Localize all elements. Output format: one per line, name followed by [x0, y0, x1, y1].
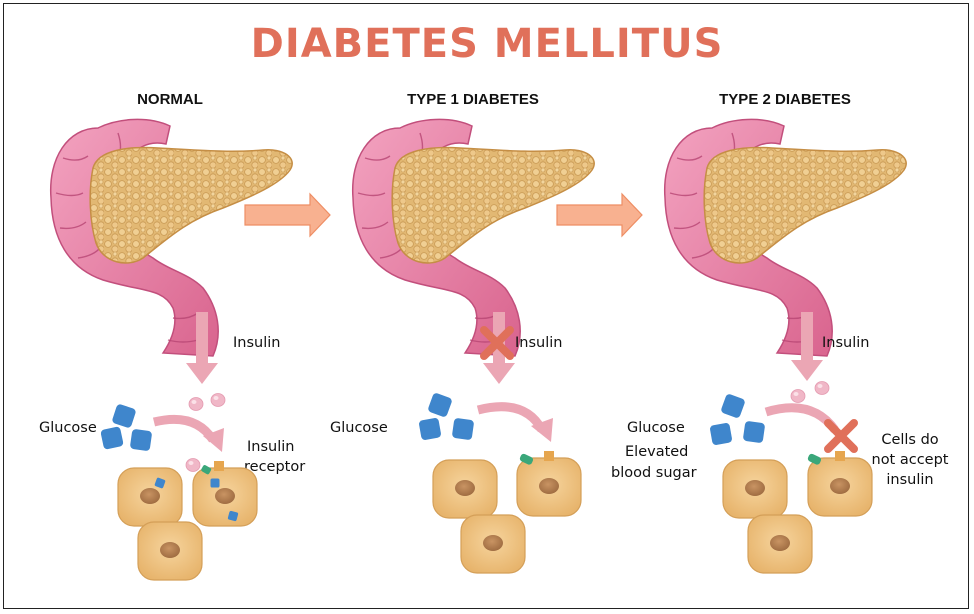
receptor-icon — [544, 451, 554, 461]
pancreas-icon — [49, 118, 293, 357]
cell-icon — [137, 521, 203, 581]
cells-label-3: insulin — [886, 472, 933, 488]
cells-label-1: Cells do — [881, 432, 938, 448]
cell-icon — [516, 457, 582, 517]
receptor-icon — [214, 461, 224, 471]
pancreas-icon — [663, 118, 907, 357]
insulin-icon — [185, 458, 201, 472]
arrow-down-icon — [186, 312, 218, 384]
heading-type2: TYPE 2 DIABETES — [719, 91, 851, 108]
arrow-right-icon — [556, 192, 643, 238]
insulin-label-normal: Insulin — [233, 335, 280, 351]
glucose-icon — [111, 403, 137, 429]
glucose-group-type1 — [418, 392, 475, 441]
arrow-right-icon — [244, 192, 331, 238]
receptor-label-1: Insulin — [247, 439, 294, 455]
cell-icon — [722, 459, 788, 519]
glucose-icon — [210, 478, 220, 488]
heading-normal: NORMAL — [137, 91, 203, 108]
cell-icon — [747, 514, 813, 574]
cell-icon — [432, 459, 498, 519]
cell-icon — [117, 467, 183, 527]
glucose-icon — [742, 420, 766, 444]
glucose-arrow — [764, 403, 839, 433]
glucose-icon — [720, 393, 746, 419]
glucose-icon — [100, 426, 124, 450]
cell-icon — [460, 514, 526, 574]
receptor-icon — [201, 465, 212, 475]
receptor-icon — [807, 453, 822, 465]
glucose-group-normal — [100, 403, 153, 452]
glucose-icon — [709, 422, 733, 446]
glucose-label-normal: Glucose — [39, 420, 97, 436]
insulin-icon — [814, 381, 830, 395]
glucose-label-type2: Glucose — [627, 420, 685, 436]
cells-label-2: not accept — [872, 452, 949, 468]
heading-type1: TYPE 1 DIABETES — [407, 91, 539, 108]
cross-icon — [828, 423, 854, 449]
glucose-label-type1: Glucose — [330, 420, 388, 436]
receptor-label-2: receptor — [244, 459, 305, 475]
arrow-down-icon — [791, 312, 823, 381]
blood-sugar-label: blood sugar — [611, 465, 697, 481]
receptor-icon — [519, 453, 534, 465]
glucose-icon — [451, 417, 475, 441]
glucose-icon — [418, 417, 442, 441]
insulin-icon — [210, 393, 226, 407]
cell-icon — [807, 457, 873, 517]
glucose-icon — [129, 428, 153, 452]
glucose-group-type2 — [709, 393, 766, 446]
elevated-label: Elevated — [625, 444, 688, 460]
insulin-icon — [790, 389, 806, 403]
arrow-head-icon — [531, 418, 553, 442]
cell-icon — [192, 467, 258, 527]
receptor-icon — [835, 451, 845, 461]
insulin-label-type1: Insulin — [515, 335, 562, 351]
pancreas-icon — [351, 118, 595, 357]
insulin-label-type2: Insulin — [822, 335, 869, 351]
diagram-title: DIABETES MELLITUS — [251, 21, 724, 67]
glucose-icon — [427, 392, 453, 418]
arrow-head-icon — [203, 428, 224, 452]
insulin-icon — [188, 397, 204, 411]
